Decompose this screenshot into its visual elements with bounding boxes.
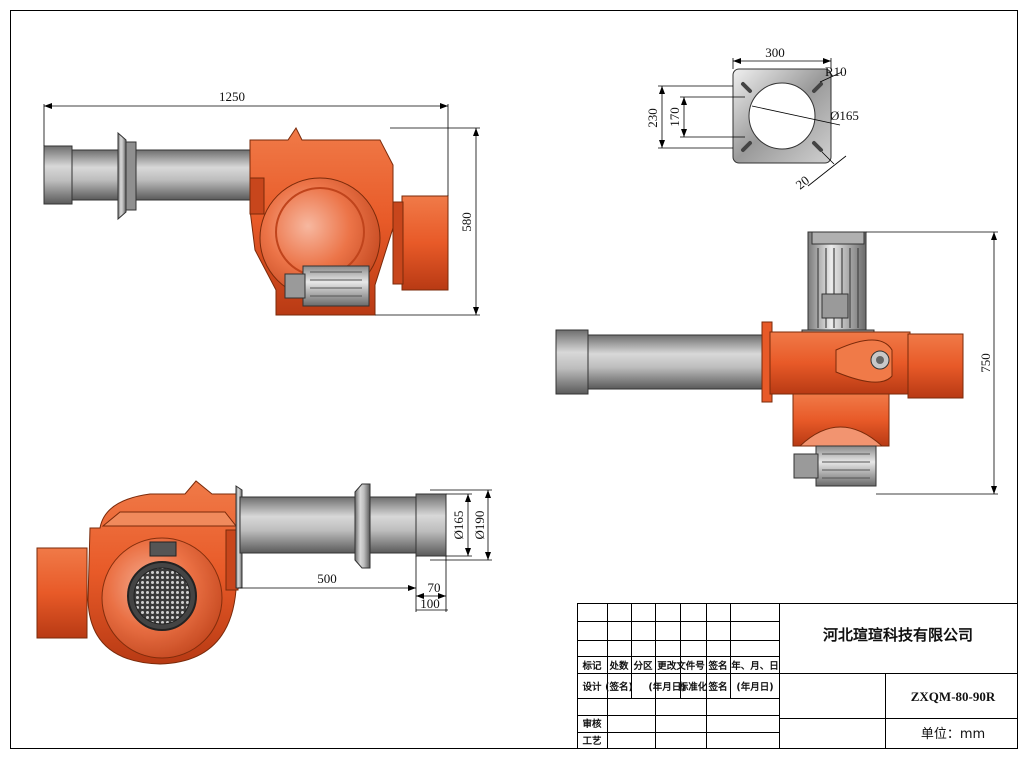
dim-top-height: 750 — [978, 353, 993, 373]
dim-side-height: 580 — [459, 212, 474, 232]
model-number: ZXQM-80-90R — [911, 689, 996, 704]
tb-std-sign: 签名 — [707, 681, 727, 693]
tb-design-label: 设计 — [582, 681, 602, 693]
company-name: 河北瑄瑄科技有限公司 — [823, 626, 973, 644]
side-air-inlet — [401, 195, 449, 291]
tb-header-change-doc: 更改文件号 — [657, 660, 705, 672]
tb-design-sign: (签名) — [605, 681, 633, 693]
flange-bore — [748, 82, 816, 150]
tb-std-date: (年月日) — [736, 681, 773, 693]
title-block-text: 河北瑄瑄科技有限公司 标记 处数 分区 更改文件号 签名 年、月、日 设计 (签… — [581, 626, 995, 747]
top-air-inlet — [907, 333, 964, 399]
side-flange — [117, 131, 127, 221]
bottom-tube-tip — [415, 493, 447, 557]
top-tube — [587, 334, 765, 390]
tb-header-date: 年、月、日 — [731, 660, 779, 672]
top-view: 750 — [555, 231, 998, 495]
side-motor — [302, 265, 370, 307]
bottom-view: Ø165 Ø190 500 70 100 — [36, 480, 492, 665]
dim-tube-insertion: 500 — [317, 571, 337, 586]
dim-front-bore-outer: Ø190 — [472, 511, 487, 540]
dim-side-length: 1250 — [219, 89, 245, 104]
tb-header-count: 处数 — [608, 660, 629, 672]
dim-flange-bore: Ø165 — [830, 108, 859, 123]
tb-review-label: 审核 — [582, 718, 602, 730]
tb-standardization: 标准化 — [678, 681, 708, 693]
tb-process-label: 工艺 — [582, 735, 602, 747]
drawing-frame — [10, 10, 1018, 749]
side-tube — [71, 149, 251, 201]
top-tube-tip — [555, 329, 589, 395]
dim-front-bore-inner: Ø165 — [451, 511, 466, 540]
side-view: 1250 580 — [43, 89, 480, 316]
unit-label: 单位：mm — [921, 727, 985, 742]
dim-flange-bolt-spacing: 170 — [667, 107, 682, 127]
tb-header-mark: 标记 — [581, 660, 602, 672]
bottom-tube — [239, 496, 359, 554]
dim-flange-radius: R10 — [825, 64, 847, 79]
title-block — [577, 603, 1018, 749]
dim-tip-total: 100 — [420, 596, 440, 611]
tb-design-date: (年月日) — [648, 681, 685, 693]
tb-header-sign: 签名 — [707, 660, 727, 672]
top-bottom-motor — [815, 445, 877, 487]
bottom-flange — [354, 483, 371, 569]
dim-flange-width: 300 — [765, 45, 785, 60]
dim-flange-slot: 20 — [793, 173, 812, 193]
dim-flange-height: 230 — [645, 108, 660, 128]
bottom-air-inlet — [36, 547, 88, 639]
flange-view: 300 230 170 R10 Ø165 20 — [645, 45, 859, 192]
dim-tip-length: 70 — [428, 580, 441, 595]
side-tube-tip — [43, 145, 73, 205]
tb-header-zone: 分区 — [633, 660, 653, 672]
